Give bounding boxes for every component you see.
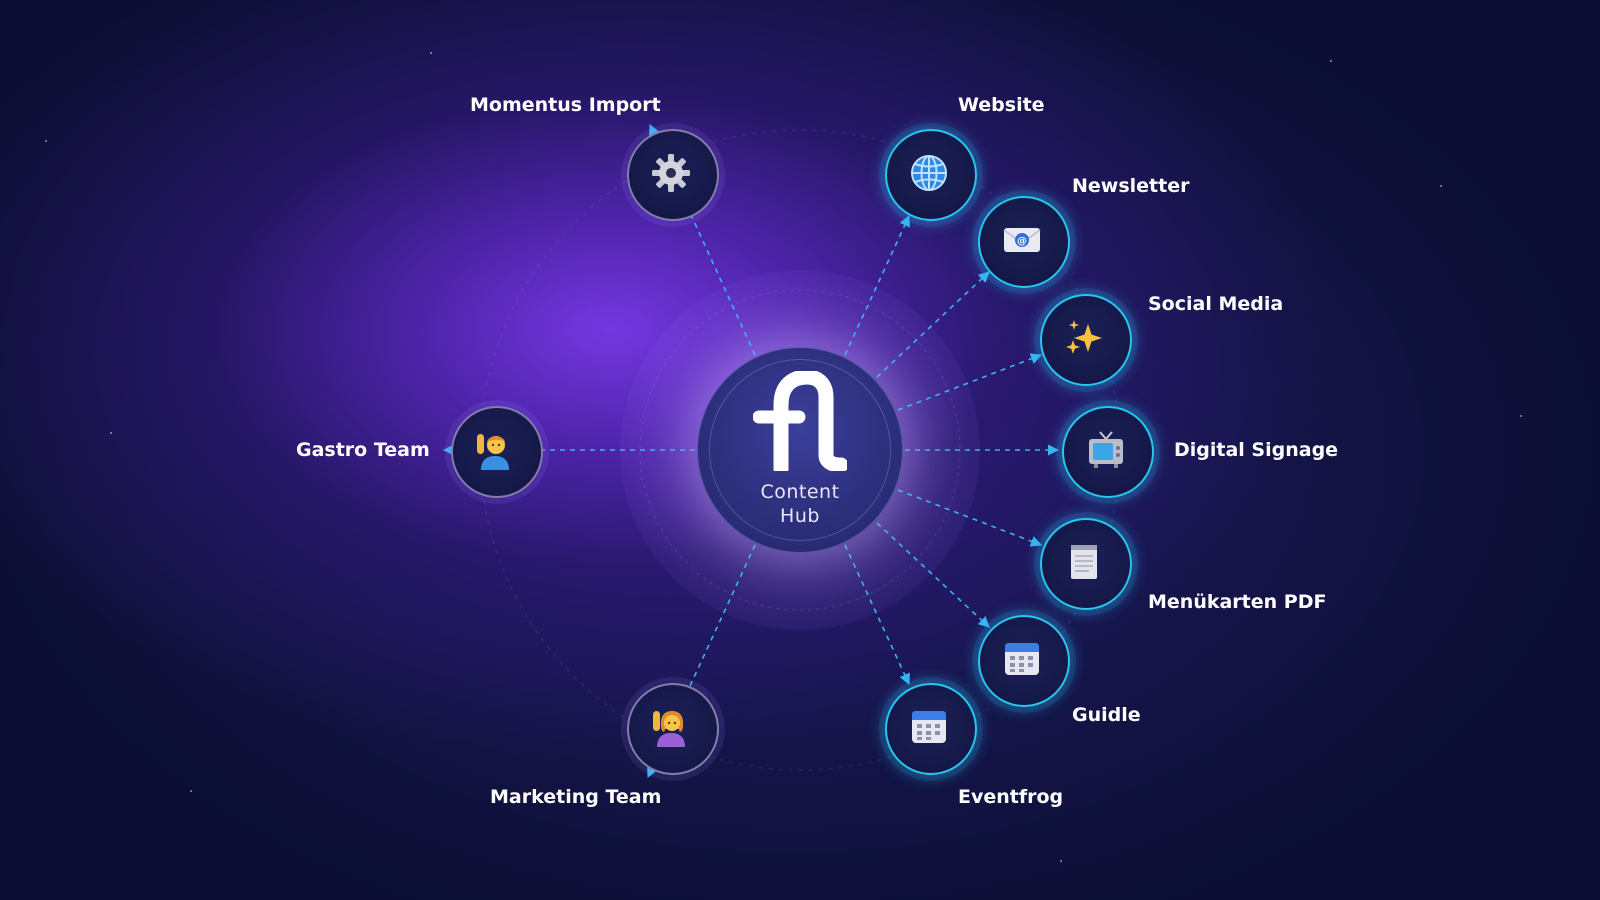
person-raising-hand-icon bbox=[477, 434, 509, 470]
link-website bbox=[844, 214, 910, 356]
label-digital-signage: Digital Signage bbox=[1174, 439, 1339, 461]
star bbox=[1330, 60, 1332, 62]
hub-inner-ring bbox=[709, 359, 891, 541]
node-eventfrog[interactable] bbox=[885, 683, 977, 775]
link-guidle bbox=[876, 522, 990, 628]
calendar-icon bbox=[1005, 643, 1039, 675]
star bbox=[1440, 185, 1442, 187]
globe-icon bbox=[911, 155, 947, 191]
node-menuekarten-pdf[interactable] bbox=[1040, 518, 1132, 610]
node-website[interactable] bbox=[885, 129, 977, 221]
television-icon bbox=[1089, 431, 1123, 468]
label-gastro-team: Gastro Team bbox=[296, 439, 430, 461]
node-newsletter[interactable]: @ bbox=[978, 196, 1070, 288]
notepad-icon bbox=[1071, 545, 1097, 579]
link-social bbox=[897, 353, 1043, 411]
content-hub[interactable]: Content Hub bbox=[697, 347, 903, 553]
hub-logo-icon bbox=[753, 371, 847, 471]
label-momentus-import: Momentus Import bbox=[470, 94, 661, 116]
label-marketing-team: Marketing Team bbox=[490, 786, 662, 808]
star bbox=[430, 52, 432, 54]
label-guidle: Guidle bbox=[1072, 704, 1141, 726]
label-menuekarten-pdf: Menükarten PDF bbox=[1148, 591, 1327, 613]
label-newsletter: Newsletter bbox=[1072, 175, 1190, 197]
hub-label-line2: Hub bbox=[780, 505, 820, 527]
woman-raising-hand-icon bbox=[653, 711, 685, 747]
link-newsletter bbox=[876, 271, 990, 378]
label-eventfrog: Eventfrog bbox=[958, 786, 1064, 808]
node-digital-signage[interactable] bbox=[1062, 406, 1154, 498]
sparkles-icon bbox=[1066, 320, 1102, 354]
label-website: Website bbox=[958, 94, 1045, 116]
calendar-icon bbox=[912, 711, 946, 743]
link-menu bbox=[897, 489, 1043, 547]
svg-text:@: @ bbox=[1017, 236, 1027, 247]
star bbox=[1060, 860, 1062, 862]
star bbox=[190, 790, 192, 792]
star bbox=[110, 432, 112, 434]
hub-label-line1: Content bbox=[760, 481, 840, 503]
link-eventfrog bbox=[844, 544, 910, 686]
star bbox=[1520, 415, 1522, 417]
node-momentus-import[interactable] bbox=[627, 129, 719, 221]
envelope-at-icon: @ bbox=[1003, 228, 1041, 252]
gear-icon bbox=[652, 154, 690, 192]
label-social-media: Social Media bbox=[1148, 293, 1284, 315]
node-marketing-team[interactable] bbox=[627, 683, 719, 775]
star bbox=[45, 140, 47, 142]
node-gastro-team[interactable] bbox=[451, 406, 543, 498]
node-social-media[interactable] bbox=[1040, 294, 1132, 386]
node-guidle[interactable] bbox=[978, 615, 1070, 707]
